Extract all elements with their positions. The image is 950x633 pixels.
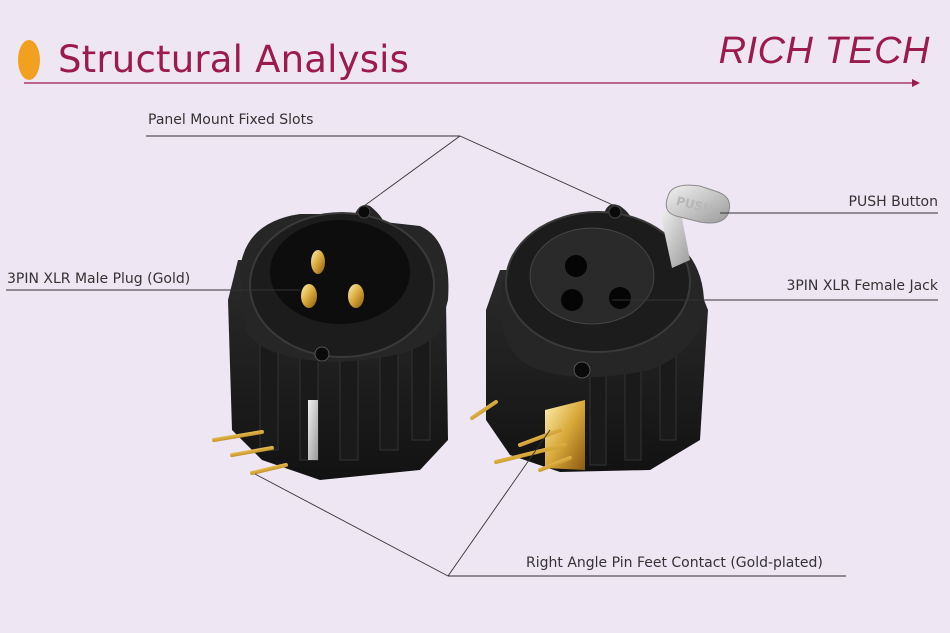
callout-panel-mount: Panel Mount Fixed Slots: [148, 112, 314, 128]
callout-push-button: PUSH Button: [848, 194, 938, 210]
callout-lines: [6, 135, 938, 577]
page-title: Structural Analysis: [58, 38, 410, 81]
callout-female-jack: 3PIN XLR Female Jack: [786, 278, 938, 294]
gold-pin-feet: [470, 400, 585, 472]
callout-male-plug: 3PIN XLR Male Plug (Gold): [7, 271, 191, 287]
header-underline: [24, 79, 920, 87]
callout-pin-feet: Right Angle Pin Feet Contact (Gold-plate…: [526, 555, 823, 571]
xlr-male-connector: [212, 205, 449, 480]
brand-logo: RICH TECH: [718, 30, 930, 72]
title-bullet-icon: [18, 40, 40, 80]
push-button-tab: PUSH: [665, 184, 731, 224]
xlr-female-connector: [470, 204, 708, 472]
